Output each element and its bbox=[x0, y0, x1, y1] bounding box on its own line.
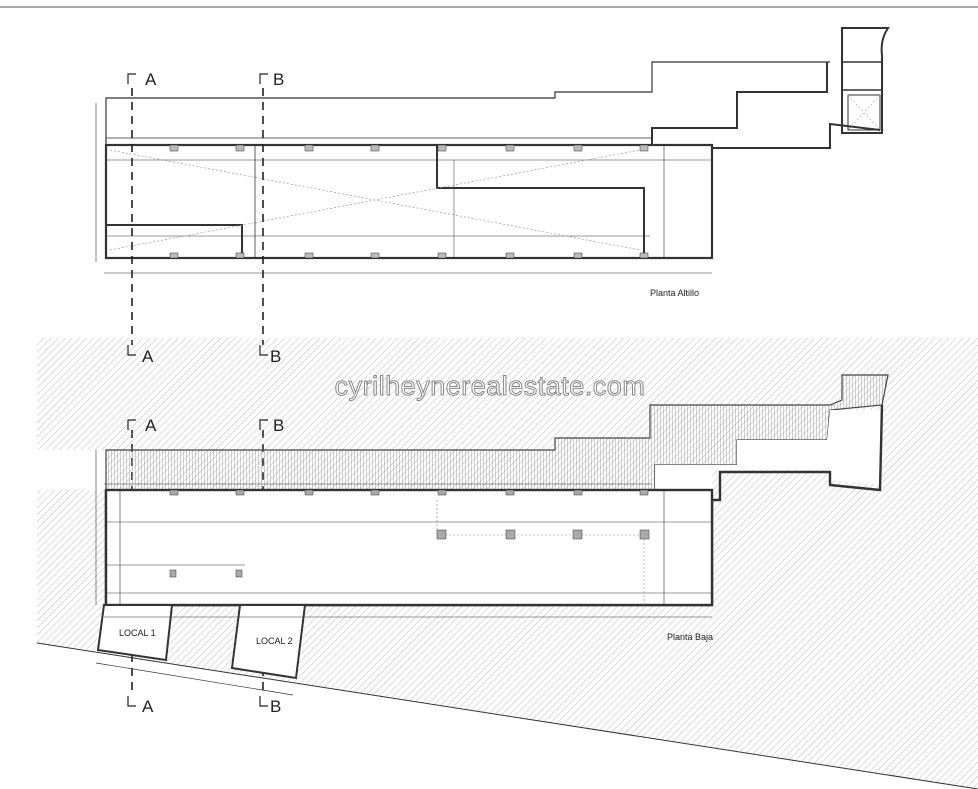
local-2 bbox=[230, 604, 307, 680]
stair-building-upper bbox=[841, 27, 890, 134]
section-a-mid: A bbox=[142, 347, 154, 366]
plan-altillo bbox=[95, 27, 890, 274]
section-b-bottom: B bbox=[270, 697, 281, 716]
plan-title-baja: Planta Baja bbox=[667, 632, 713, 642]
section-a-lower: A bbox=[145, 416, 157, 435]
local-1 bbox=[96, 604, 174, 662]
watermark: cyrilheynerealestate.com bbox=[335, 371, 646, 401]
plan-baja bbox=[36, 338, 978, 789]
upper-outline bbox=[105, 61, 830, 145]
local-1-label: LOCAL 1 bbox=[119, 628, 156, 638]
columns bbox=[169, 144, 649, 259]
main-room bbox=[104, 488, 714, 607]
section-b-lower: B bbox=[273, 416, 284, 435]
section-markers: A B A B A B A B bbox=[127, 70, 284, 716]
section-b-top: B bbox=[273, 70, 284, 89]
mezzanine-room bbox=[104, 143, 714, 260]
section-a-bottom: A bbox=[142, 697, 154, 716]
section-b-mid: B bbox=[270, 347, 281, 366]
plan-title-altillo: Planta Altillo bbox=[650, 288, 699, 298]
section-a-top: A bbox=[145, 70, 157, 89]
local-2-label: LOCAL 2 bbox=[256, 636, 293, 646]
